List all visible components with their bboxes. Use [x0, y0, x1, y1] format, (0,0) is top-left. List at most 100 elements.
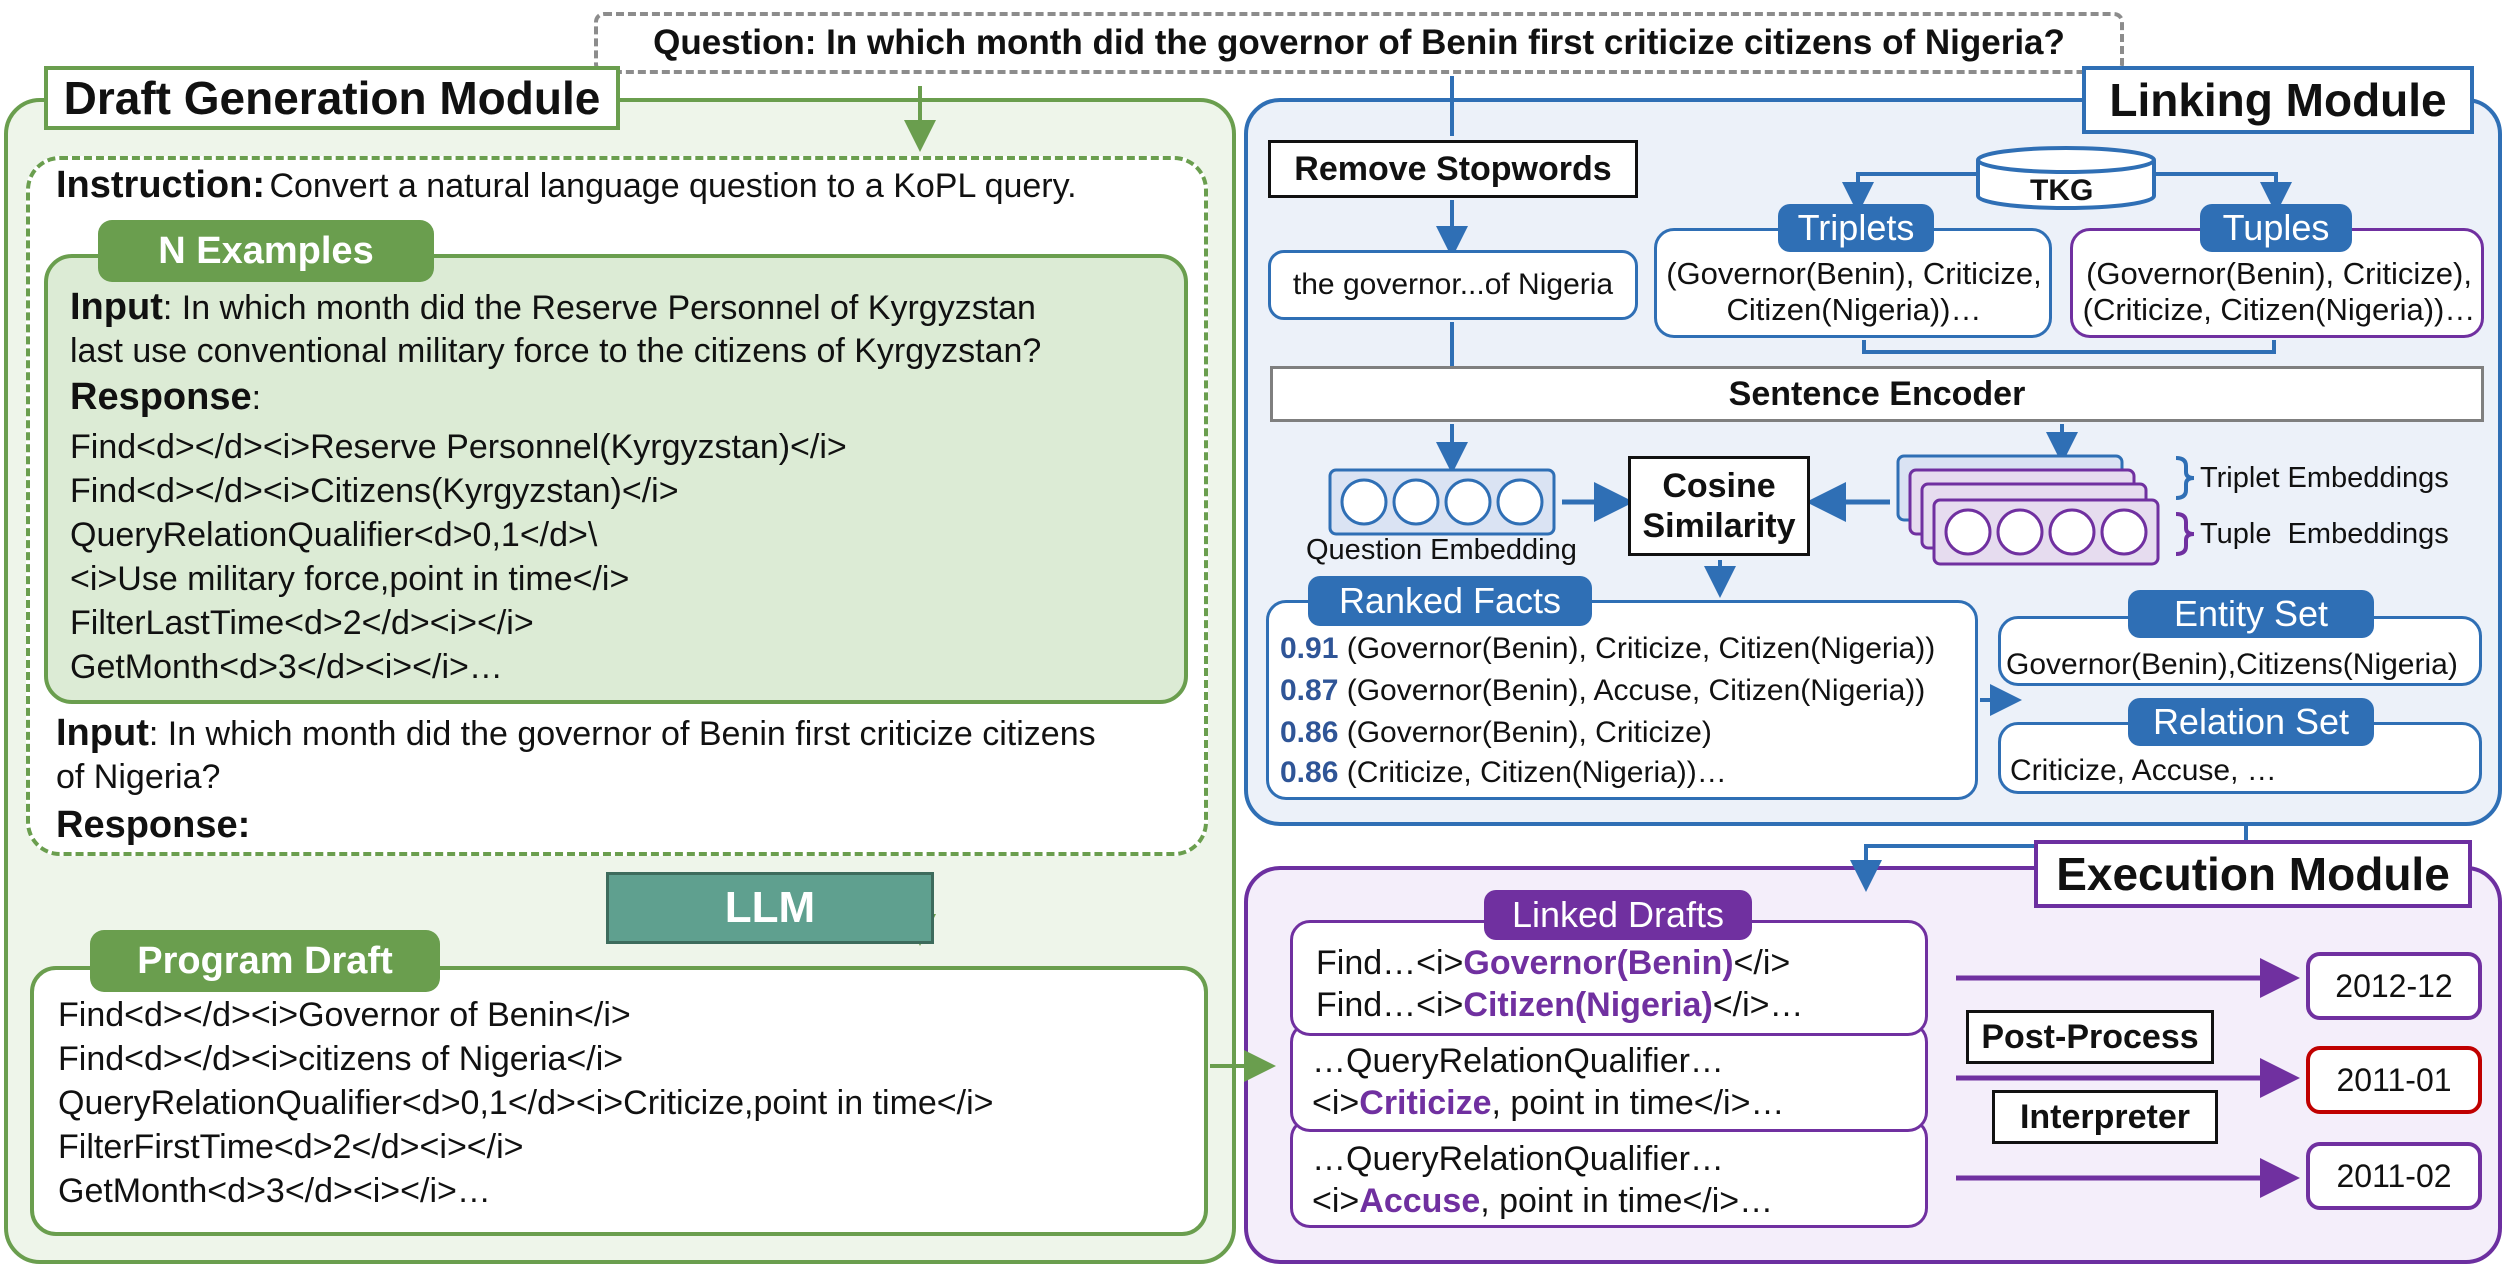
tuples-label: Tuples — [2200, 204, 2352, 252]
triplet-embeddings-stack-icon — [1896, 454, 2160, 566]
linked-draft-line: Find…<i>Governor(Benin)</i> — [1316, 944, 1790, 983]
ranked-fact-row: 0.86 (Criticize, Citizen(Nigeria))… — [1280, 756, 1727, 790]
examples-label: N Examples — [98, 220, 434, 282]
linked-entity: Citizen(Nigeria) — [1463, 986, 1713, 1024]
fact-score: 0.86 — [1280, 756, 1339, 789]
llm-box: LLM — [606, 872, 934, 944]
question-text: Question: In which month did the governo… — [653, 23, 2065, 62]
cosine-line-1: Cosine — [1662, 467, 1776, 505]
example-code-line: QueryRelationQualifier<d>0,1</d>\ — [70, 516, 598, 554]
tuples-text: (Governor(Benin), Criticize), (Criticize… — [2082, 256, 2476, 327]
example-code-line: GetMonth<d>3</d><i></i>… — [70, 648, 503, 686]
query-input-line-1: Input: In which month did the governor o… — [56, 712, 1096, 755]
example-response-colon: : — [251, 379, 262, 417]
cosine-similarity-box: Cosine Similarity — [1628, 456, 1810, 556]
question-embedding-icon — [1328, 468, 1556, 536]
interpreter-box: Interpreter — [1992, 1090, 2218, 1144]
linked-entity: Governor(Benin) — [1463, 944, 1734, 982]
linked-relation: Criticize — [1359, 1084, 1492, 1122]
examples-box — [44, 254, 1188, 704]
linked-draft-line: …QueryRelationQualifier… — [1312, 1140, 1724, 1178]
fact-text: (Criticize, Citizen(Nigeria))… — [1346, 756, 1727, 789]
triplet-embeddings-label: Triplet Embeddings — [2200, 462, 2449, 494]
code-prefix: Find…<i> — [1316, 944, 1464, 982]
linked-drafts-label: Linked Drafts — [1484, 890, 1752, 940]
entity-set-label: Entity Set — [2128, 590, 2374, 638]
code-suffix: , point in time</i>… — [1491, 1084, 1785, 1122]
program-draft-label: Program Draft — [90, 930, 440, 992]
example-input-label: Input — [70, 286, 163, 328]
ranked-fact-row: 0.91 (Governor(Benin), Criticize, Citize… — [1280, 632, 1935, 666]
triplet-brace-icon — [2175, 456, 2195, 500]
relation-set-text: Criticize, Accuse, … — [2010, 754, 2277, 787]
stopwords-result-box: the governor...of Nigeria — [1268, 250, 1638, 320]
query-input-text-1: : In which month did the governor of Ben… — [148, 715, 1096, 753]
program-draft-box — [30, 966, 1208, 1236]
code-suffix: </i> — [1733, 944, 1791, 982]
example-code-line: <i>Use military force,point in time</i> — [70, 560, 630, 598]
question-embedding-label: Question Embedding — [1306, 534, 1577, 566]
draft-code-line: GetMonth<d>3</d><i></i>… — [58, 1172, 491, 1210]
cosine-line-2: Similarity — [1642, 507, 1796, 545]
instruction-line: Instruction: Convert a natural language … — [56, 164, 1077, 207]
fact-text: (Governor(Benin), Criticize) — [1346, 716, 1712, 749]
ranked-facts-box — [1266, 600, 1978, 800]
example-response-label-line: Response: — [70, 376, 261, 419]
example-input-text-1: : In which month did the Reserve Personn… — [162, 289, 1036, 327]
result-box: 2011-02 — [2306, 1142, 2482, 1210]
example-response-label: Response — [70, 376, 252, 418]
linked-draft-card-2 — [1290, 1022, 1928, 1132]
example-code-line: Find<d></d><i>Reserve Personnel(Kyrgyzst… — [70, 428, 847, 466]
remove-stopwords-box: Remove Stopwords — [1268, 140, 1638, 198]
fact-score: 0.87 — [1280, 674, 1339, 707]
code-suffix: </i>… — [1712, 986, 1804, 1024]
draft-code-line: Find<d></d><i>citizens of Nigeria</i> — [58, 1040, 624, 1078]
example-input-line-1: Input: In which month did the Reserve Pe… — [70, 286, 1036, 329]
query-input-label: Input — [56, 712, 149, 754]
entity-set-text: Governor(Benin),Citizens(Nigeria) — [2006, 648, 2458, 681]
tkg-label: TKG — [2030, 174, 2094, 207]
post-process-box: Post-Process — [1966, 1010, 2214, 1064]
example-code-line: FilterLastTime<d>2</d><i></i> — [70, 604, 534, 642]
tuple-embeddings-label: Tuple Embeddings — [2200, 518, 2449, 550]
code-prefix: <i> — [1312, 1182, 1360, 1220]
linked-draft-line: <i>Criticize, point in time</i>… — [1312, 1084, 1784, 1123]
result-box-highlighted: 2011-01 — [2306, 1046, 2482, 1114]
linking-module-title: Linking Module — [2082, 66, 2474, 134]
triplets-label: Triplets — [1778, 204, 1934, 252]
linked-draft-line: Find…<i>Citizen(Nigeria)</i>… — [1316, 986, 1803, 1025]
linked-draft-line: …QueryRelationQualifier… — [1312, 1042, 1724, 1080]
execution-module-title: Execution Module — [2034, 840, 2472, 908]
result-box: 2012-12 — [2306, 952, 2482, 1020]
linked-draft-line: <i>Accuse, point in time</i>… — [1312, 1182, 1773, 1221]
draft-code-line: FilterFirstTime<d>2</d><i></i> — [58, 1128, 524, 1166]
relation-set-label: Relation Set — [2128, 698, 2374, 746]
code-prefix: <i> — [1312, 1084, 1360, 1122]
ranked-facts-label: Ranked Facts — [1308, 576, 1592, 626]
ranked-fact-row: 0.87 (Governor(Benin), Accuse, Citizen(N… — [1280, 674, 1925, 708]
question-box: Question: In which month did the governo… — [594, 12, 2124, 74]
example-input-line-2: last use conventional military force to … — [70, 332, 1042, 370]
draft-generation-module-title: Draft Generation Module — [44, 66, 620, 130]
draft-code-line: QueryRelationQualifier<d>0,1</d><i>Criti… — [58, 1084, 994, 1122]
sentence-encoder-box: Sentence Encoder — [1270, 366, 2484, 422]
draft-code-line: Find<d></d><i>Governor of Benin</i> — [58, 996, 631, 1034]
linked-draft-card-3 — [1290, 1118, 1928, 1228]
code-suffix: , point in time</i>… — [1480, 1182, 1774, 1220]
fact-score: 0.86 — [1280, 716, 1339, 749]
code-prefix: Find…<i> — [1316, 986, 1464, 1024]
linked-relation: Accuse — [1359, 1182, 1481, 1220]
tuple-brace-icon — [2175, 512, 2195, 556]
instruction-text: Convert a natural language question to a… — [269, 167, 1077, 205]
query-response-label: Response: — [56, 804, 251, 846]
example-code-line: Find<d></d><i>Citizens(Kyrgyzstan)</i> — [70, 472, 679, 510]
fact-text: (Governor(Benin), Criticize, Citizen(Nig… — [1346, 632, 1936, 665]
ranked-fact-row: 0.86 (Governor(Benin), Criticize) — [1280, 716, 1712, 750]
fact-score: 0.91 — [1280, 632, 1339, 665]
triplets-text: (Governor(Benin), Criticize, Citizen(Nig… — [1666, 256, 2042, 327]
fact-text: (Governor(Benin), Accuse, Citizen(Nigeri… — [1346, 674, 1926, 707]
query-input-line-2: of Nigeria? — [56, 758, 221, 796]
instruction-label: Instruction: — [56, 164, 265, 206]
tkg-database-icon — [1976, 146, 2156, 210]
